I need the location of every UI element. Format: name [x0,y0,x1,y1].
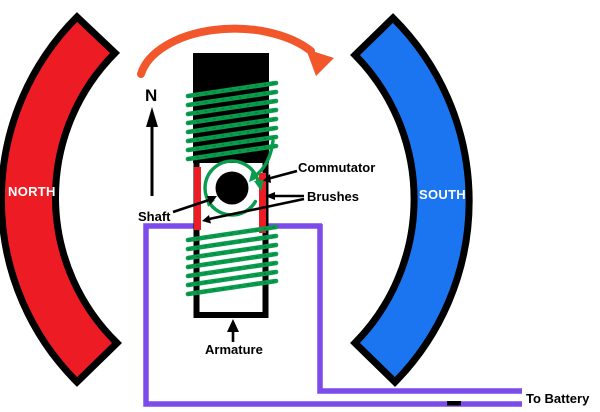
brushes-label: Brushes [307,189,359,204]
rotation-arrow-arc [137,24,315,78]
rotation-arrow-head [306,49,334,76]
armature-label: Armature [205,342,263,357]
south-magnet-label: SOUTH [419,187,466,202]
brush-right [259,173,266,233]
shaft-commutator-circle [215,171,249,205]
commutator-label: Commutator [298,160,375,175]
field-direction-label: N [145,86,157,105]
north-magnet-label: NORTH [8,184,56,199]
rotation-arrow [137,24,334,78]
brushes-arrow-left [202,197,305,224]
brushes-arrow-right [265,192,304,200]
brush-left [194,167,201,230]
shaft-label: Shaft [138,209,171,224]
shaft-arrow [172,196,217,214]
coil-winding-bottom [185,224,279,297]
armature-arrow [227,319,239,342]
coil-winding-top [185,80,279,162]
to-battery-label: To Battery [526,391,590,406]
wire-right [317,224,522,394]
commutator-arrow [263,169,298,183]
wire-terminal-tick [447,401,461,406]
south-magnet-shape [350,13,473,387]
field-direction-arrow [146,107,158,196]
north-magnet-shape [0,12,123,387]
armature-assembly [193,53,269,318]
